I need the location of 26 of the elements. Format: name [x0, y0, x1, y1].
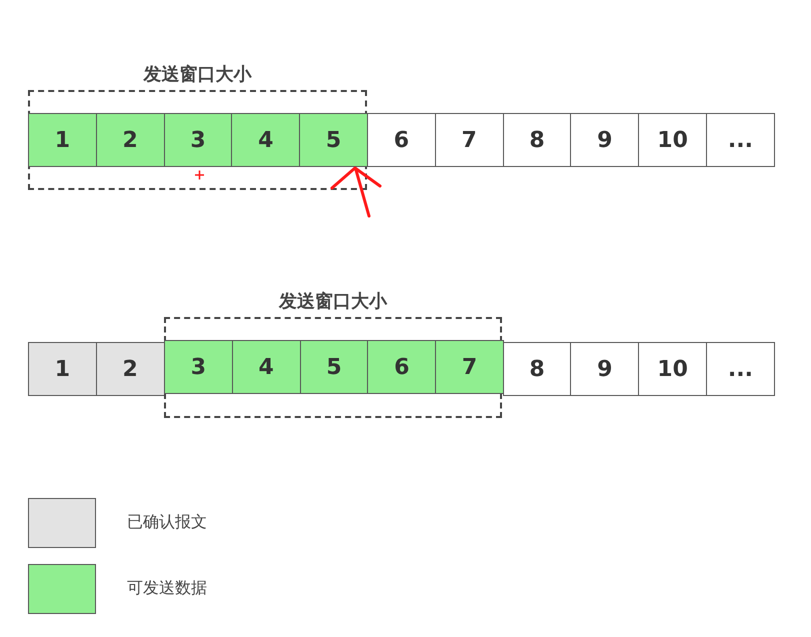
sequence-cell: 10: [638, 113, 707, 167]
sequence-cell: 3: [164, 340, 233, 394]
sequence-cell: 7: [435, 340, 504, 394]
sequence-cell: ...: [706, 113, 775, 167]
sequence-cell: 1: [28, 113, 97, 167]
legend-label: 可发送数据: [127, 578, 207, 599]
sequence-cell: 4: [232, 340, 301, 394]
window-label: 发送窗口大小: [142, 63, 253, 86]
sequence-cell: 6: [367, 340, 436, 394]
legend-label: 已确认报文: [127, 512, 207, 533]
sequence-cell: 2: [96, 342, 165, 396]
window-label: 发送窗口大小: [278, 290, 388, 313]
sequence-cell: 8: [502, 342, 572, 396]
sequence-cell: 10: [638, 342, 707, 396]
sequence-cell: ...: [706, 342, 775, 396]
sequence-cell: 1: [28, 342, 97, 396]
sequence-cell: 6: [367, 113, 436, 167]
sequence-cell: 5: [300, 340, 368, 394]
sequence-cell: 8: [502, 113, 572, 167]
sequence-cell: 9: [570, 342, 640, 396]
sequence-cell: 3: [164, 113, 232, 167]
sequence-cell: 4: [231, 113, 300, 167]
sequence-cell: 5: [299, 113, 368, 167]
sequence-cell: 2: [96, 113, 165, 167]
sequence-cell: 7: [434, 113, 504, 167]
sequence-cell: 9: [570, 113, 640, 167]
